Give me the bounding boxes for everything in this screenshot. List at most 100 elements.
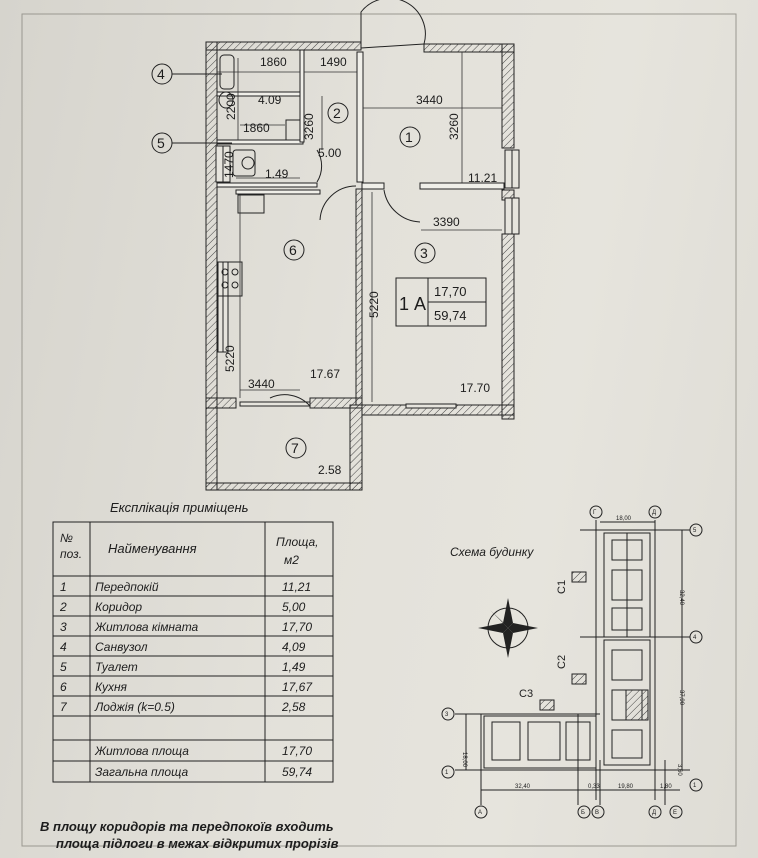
interior-walls (216, 49, 505, 406)
room-markers (151, 63, 436, 459)
scheme-axis-labels: Г Д 5 4 1 3 1 А Б В Д Е (445, 510, 697, 816)
svg-text:3,60: 3,60 (676, 764, 682, 776)
dim-kitchen-w: 3440 (248, 377, 275, 391)
table-row-name: Передпокій (95, 580, 159, 594)
svg-text:32,40: 32,40 (515, 784, 531, 790)
svg-text:С1: С1 (556, 580, 568, 594)
svg-text:4: 4 (157, 66, 165, 82)
windows (215, 145, 520, 409)
apartment-living-area: 17,70 (434, 284, 467, 299)
svg-text:м2: м2 (284, 553, 299, 567)
scheme-title: Схема будинку (450, 545, 534, 559)
area-kitchen: 17.67 (310, 367, 340, 381)
living-area-value: 17,70 (282, 744, 312, 758)
area-wc: 1.49 (265, 167, 289, 181)
total-area-label: Загальна площа (95, 765, 188, 779)
svg-text:В: В (595, 810, 599, 816)
dim-hall-w: 3440 (416, 93, 443, 107)
svg-text:С3: С3 (519, 688, 533, 700)
scheme-section-labels: С1 С2 С3 (519, 580, 568, 700)
apartment-label: 1 А 17,70 59,74 (395, 277, 487, 327)
svg-text:37,90: 37,90 (678, 690, 684, 706)
plan-dimensions: 1860 1490 1860 3440 3390 3440 2200 3260 … (222, 55, 461, 391)
svg-text:7: 7 (291, 440, 299, 456)
svg-text:1: 1 (445, 770, 449, 776)
compass-rose-icon (478, 598, 538, 658)
area-living: 17.70 (460, 381, 490, 395)
dim-wc-side: 1470 (222, 151, 236, 178)
svg-text:19,80: 19,80 (618, 784, 634, 790)
table-rows: 1 Передпокій 11,21 2 Коридор 5,00 3 Житл… (59, 580, 313, 779)
svg-text:4: 4 (693, 635, 697, 641)
dim-bath-side: 2200 (224, 93, 238, 120)
table-row-area: 17,70 (282, 620, 312, 634)
dim-kitchen-h: 5220 (223, 345, 237, 372)
table-row-area: 5,00 (282, 600, 306, 614)
svg-text:18,00: 18,00 (461, 752, 467, 768)
svg-text:Д: Д (652, 810, 656, 816)
scheme-dimensions: 18,00 32,40 37,90 18,00 32,40 0,33 19,80… (461, 516, 684, 790)
svg-text:1,80: 1,80 (660, 784, 672, 790)
svg-text:С2: С2 (556, 655, 568, 669)
svg-text:В площу коридорів та передпоко: В площу коридорів та передпокоїв входить (40, 819, 334, 834)
area-corridor: 5.00 (318, 146, 342, 160)
table-row-no: 2 (59, 600, 67, 614)
dim-living-h: 5220 (367, 291, 381, 318)
table-header: № поз. Найменування Площа, м2 (60, 531, 319, 567)
table-title: Експлікація приміщень (110, 500, 249, 515)
svg-text:поз.: поз. (60, 547, 82, 561)
table-row-name: Лоджія (k=0.5) (94, 700, 175, 714)
dim-top-left: 1860 (260, 55, 287, 69)
svg-text:0,33: 0,33 (588, 784, 600, 790)
svg-text:Е: Е (673, 810, 677, 816)
svg-text:3: 3 (445, 712, 449, 718)
doors (269, 0, 426, 407)
svg-text:6: 6 (289, 242, 297, 258)
table-row-name: Туалет (95, 660, 138, 674)
room-marker-2 (327, 102, 349, 124)
room-marker-labels: 1 2 3 4 5 6 7 (157, 66, 428, 456)
sheet-border (21, 13, 737, 847)
room-marker-7 (285, 437, 307, 459)
area-hall: 11.21 (468, 171, 497, 185)
dim-bath-inner: 1860 (243, 121, 270, 135)
table-row-no: 7 (60, 700, 68, 714)
room-marker-3 (414, 242, 436, 264)
svg-text:Площа,: Площа, (276, 535, 319, 549)
svg-text:Б: Б (581, 810, 585, 816)
dim-corridor-h: 3260 (302, 113, 316, 140)
svg-text:5: 5 (693, 528, 697, 534)
table-row-no: 4 (60, 640, 67, 654)
room-marker-1 (399, 126, 421, 148)
svg-text:2: 2 (333, 105, 341, 121)
apartment-total-area: 59,74 (434, 308, 467, 323)
table-row-name: Санвузол (95, 640, 148, 654)
area-loggia: 2.58 (318, 463, 342, 477)
room-table (52, 521, 334, 783)
table-row-no: 5 (60, 660, 67, 674)
table-row-area: 11,21 (282, 580, 311, 594)
svg-text:Найменування: Найменування (108, 541, 197, 556)
dim-living-w: 3390 (433, 215, 460, 229)
svg-text:Г: Г (593, 510, 597, 516)
table-row-no: 3 (60, 620, 67, 634)
svg-text:А: А (478, 810, 482, 816)
dim-hall-h: 3260 (447, 113, 461, 140)
svg-text:1: 1 (405, 129, 413, 145)
dimension-lines (217, 52, 502, 402)
table-row-no: 6 (60, 680, 67, 694)
area-bath: 4.09 (258, 93, 282, 107)
svg-text:3: 3 (420, 245, 428, 261)
svg-text:18,00: 18,00 (616, 516, 632, 522)
svg-text:Д: Д (652, 510, 656, 516)
table-row-no: 1 (60, 580, 67, 594)
table-row-area: 4,09 (282, 640, 306, 654)
svg-text:№: № (60, 531, 73, 545)
footnote: В площу коридорів та передпокоїв входить… (40, 819, 339, 851)
table-row-name: Житлова кімната (94, 620, 199, 634)
svg-text:5: 5 (157, 135, 165, 151)
building-scheme (455, 520, 690, 805)
apartment-code: 1 А (399, 294, 426, 314)
